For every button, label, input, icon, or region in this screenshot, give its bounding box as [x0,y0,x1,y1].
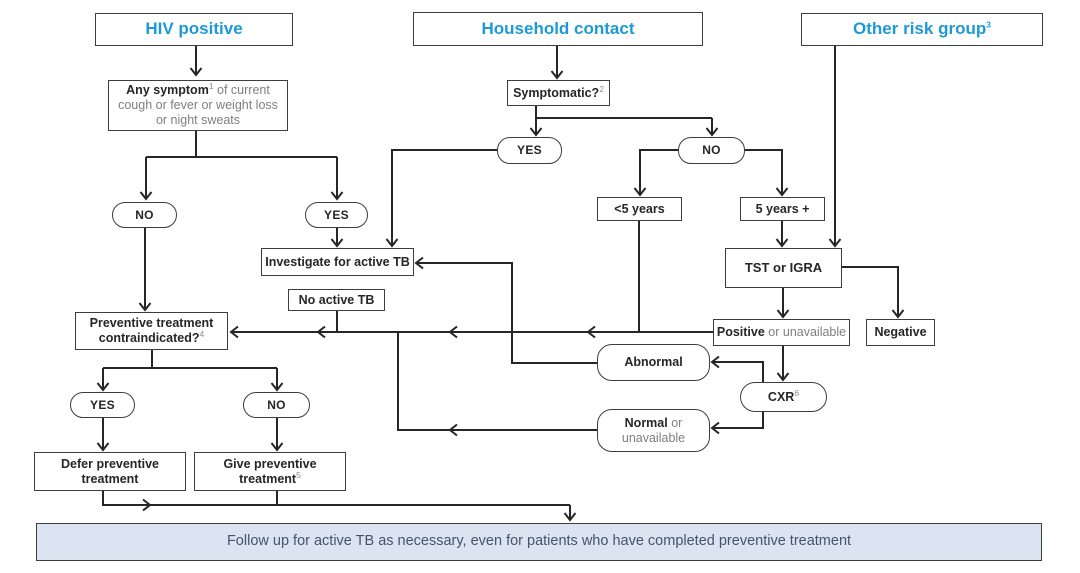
node-cxr-abnormal: Abnormal [597,344,710,381]
node-label: YES [517,143,542,158]
node-label: HIV positive [145,19,243,39]
node-tst-positive-or-unavailable: Positive or unavailable [713,319,850,346]
connector-hiv-branch [138,46,344,312]
node-label: Other risk group3 [853,19,991,39]
node-label: Household contact [481,18,635,38]
connector-cxr-cluster [710,346,790,435]
node-label: YES [90,397,115,412]
node-hiv-yes: YES [305,202,368,228]
footer-follow-up-banner: Follow up for active TB as necessary, ev… [36,523,1042,561]
node-tst-negative: Negative [866,319,935,346]
connector-main-collector [229,256,713,437]
node-under-5-years: <5 years [597,197,682,221]
node-label: YES [324,207,349,222]
node-label: No active TB [298,292,375,307]
node-cxr: CXR6 [740,382,827,412]
node-contraindicated-yes: YES [70,392,135,418]
node-investigate-active-tb: Investigate for active TB [261,248,414,276]
node-label: NO [267,397,286,412]
node-label: Abnormal [624,355,683,369]
node-label: NO [702,143,721,158]
connector-other-risk-branch [776,46,905,319]
node-label: Any symptom1 of current cough or fever o… [118,80,278,127]
node-label: Symptomatic?2 [513,83,604,100]
node-label: NO [135,207,154,222]
node-other-risk-group-header: Other risk group3 [801,13,1043,46]
node-any-symptom: Any symptom1 of current cough or fever o… [108,80,288,131]
connector-household-branch [385,46,789,332]
node-contraindicated-no: NO [243,392,310,418]
node-label: <5 years [614,201,665,216]
node-no-active-tb: No active TB [288,289,385,311]
node-label: Positive or unavailable [716,325,847,339]
node-5-years-plus: 5 years + [740,197,825,221]
node-symptomatic: Symptomatic?2 [507,80,610,106]
node-label: TST or IGRA [744,260,823,276]
node-hiv-no: NO [112,202,177,228]
node-hiv-positive-header: HIV positive [95,13,293,46]
node-household-no: NO [678,137,745,164]
node-tst-or-igra: TST or IGRA [725,248,842,288]
node-label: 5 years + [755,201,810,216]
node-label: CXR6 [767,387,800,404]
footer-text: Follow up for active TB as necessary, ev… [226,533,852,550]
node-household-yes: YES [497,137,562,164]
node-household-contact-header: Household contact [413,12,703,46]
connector-treatment-bottom [96,350,577,522]
node-label: Investigate for active TB [265,254,410,269]
node-label: Negative [874,325,927,339]
